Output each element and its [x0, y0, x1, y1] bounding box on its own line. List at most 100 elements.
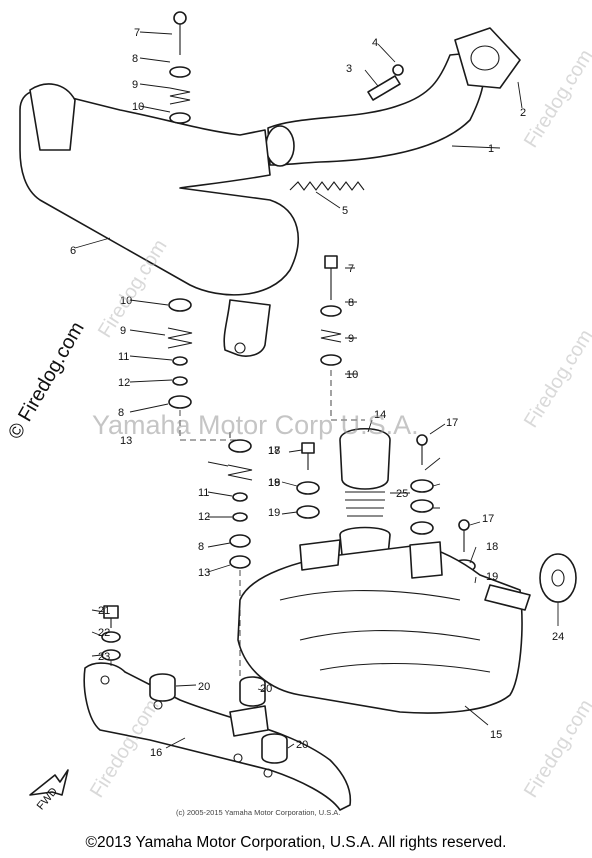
bolt-head — [324, 255, 338, 269]
bolt-head — [173, 11, 187, 25]
callout-number: 10 — [120, 295, 132, 307]
pipe-end — [265, 125, 295, 167]
callout-number: 19 — [268, 477, 280, 489]
spring — [289, 181, 365, 191]
washer — [232, 512, 248, 522]
callout-number: 16 — [150, 747, 162, 759]
rubber-damper — [239, 676, 266, 707]
bracket-plate — [229, 705, 269, 737]
callout-number: 19 — [268, 507, 280, 519]
washer — [232, 492, 248, 502]
washer — [169, 66, 191, 78]
washer — [410, 479, 434, 493]
callout-number: 15 — [490, 729, 502, 741]
lock-washer — [392, 64, 404, 76]
callout-number: 10 — [132, 101, 144, 113]
bolt-head — [301, 442, 315, 454]
callout-number: 18 — [268, 445, 280, 457]
callout-number: 22 — [98, 627, 110, 639]
muffler-mount — [409, 541, 443, 579]
callout-number: 17 — [482, 513, 494, 525]
callout-number: 7 — [348, 263, 354, 275]
small-copyright: (c) 2005-2015 Yamaha Motor Corporation, … — [176, 808, 341, 817]
callout-number: 8 — [118, 407, 124, 419]
callout-leaders — [74, 31, 559, 749]
large-washer-hole — [551, 569, 565, 587]
washer — [320, 354, 342, 366]
bracket-hole — [234, 342, 246, 354]
muffler-lower — [237, 544, 523, 714]
bracket-hole — [263, 768, 273, 778]
callout-number: 12 — [118, 377, 130, 389]
bolt — [367, 75, 401, 101]
muffler-ribs — [279, 590, 491, 673]
coil-spring — [167, 327, 193, 349]
washer — [296, 505, 320, 519]
callout-number: 17 — [446, 417, 458, 429]
callout-number: 20 — [296, 739, 308, 751]
callout-number: 17 — [268, 445, 280, 457]
callout-number: 5 — [342, 205, 348, 217]
callout-number: 18 — [486, 541, 498, 553]
callout-number: 23 — [98, 651, 110, 663]
callout-number: 9 — [120, 325, 126, 337]
washer — [172, 376, 188, 386]
callout-number: 8 — [198, 541, 204, 553]
callout-number: 19 — [486, 571, 498, 583]
bracket-hole — [233, 753, 243, 763]
washer — [296, 481, 320, 495]
pipe-flange — [454, 27, 521, 89]
washer — [229, 534, 251, 548]
bracket-hole — [100, 675, 110, 685]
footer-copyright: ©2013 Yamaha Motor Corporation, U.S.A. A… — [85, 834, 507, 851]
coil-spring — [320, 329, 342, 343]
washer — [169, 112, 191, 124]
rubber-damper — [261, 733, 288, 764]
callout-number: 25 — [396, 488, 408, 500]
callout-number: 4 — [372, 37, 378, 49]
muffler-tab — [484, 584, 531, 611]
callout-number: 1 — [488, 143, 494, 155]
assembly-line — [330, 370, 365, 421]
grommet-cap — [339, 428, 391, 490]
muffler-bracket — [223, 299, 271, 357]
callout-number: 7 — [134, 27, 140, 39]
washer — [410, 521, 434, 535]
mounting-bracket — [83, 662, 352, 811]
callout-number: 11 — [118, 351, 129, 363]
callout-number: 11 — [198, 487, 209, 499]
muffler-upper — [19, 89, 299, 296]
grommet-ribs — [345, 491, 385, 517]
callout-number: 21 — [98, 605, 110, 617]
callout-numbers: 1234567891078910109111281314171819251718… — [70, 27, 564, 759]
callout-number: 20 — [260, 683, 272, 695]
coil-spring — [169, 87, 191, 105]
washer — [320, 305, 342, 317]
callout-number: 12 — [198, 511, 210, 523]
bolt-head — [458, 519, 470, 531]
callout-number: 20 — [198, 681, 210, 693]
callout-number: 14 — [374, 409, 386, 421]
washer — [228, 439, 252, 453]
washer — [172, 356, 188, 366]
washer — [229, 555, 251, 569]
muffler-mount — [299, 539, 341, 571]
washer — [168, 395, 192, 409]
callout-number: 18 — [268, 477, 280, 489]
flange-hole — [470, 45, 500, 71]
washer — [410, 499, 434, 513]
washer — [101, 631, 121, 643]
exhaust-pipe — [267, 51, 485, 166]
callout-number: 9 — [348, 333, 354, 345]
callout-number: 24 — [552, 631, 564, 643]
washer — [168, 298, 192, 312]
center-watermark: Yamaha Motor Corp U.S.A. — [92, 410, 419, 440]
rubber-damper — [149, 673, 176, 702]
callout-number: 8 — [348, 297, 354, 309]
callout-number: 6 — [70, 245, 76, 257]
large-washer — [539, 553, 577, 603]
callout-number: 10 — [346, 369, 358, 381]
callout-number: 13 — [198, 567, 210, 579]
